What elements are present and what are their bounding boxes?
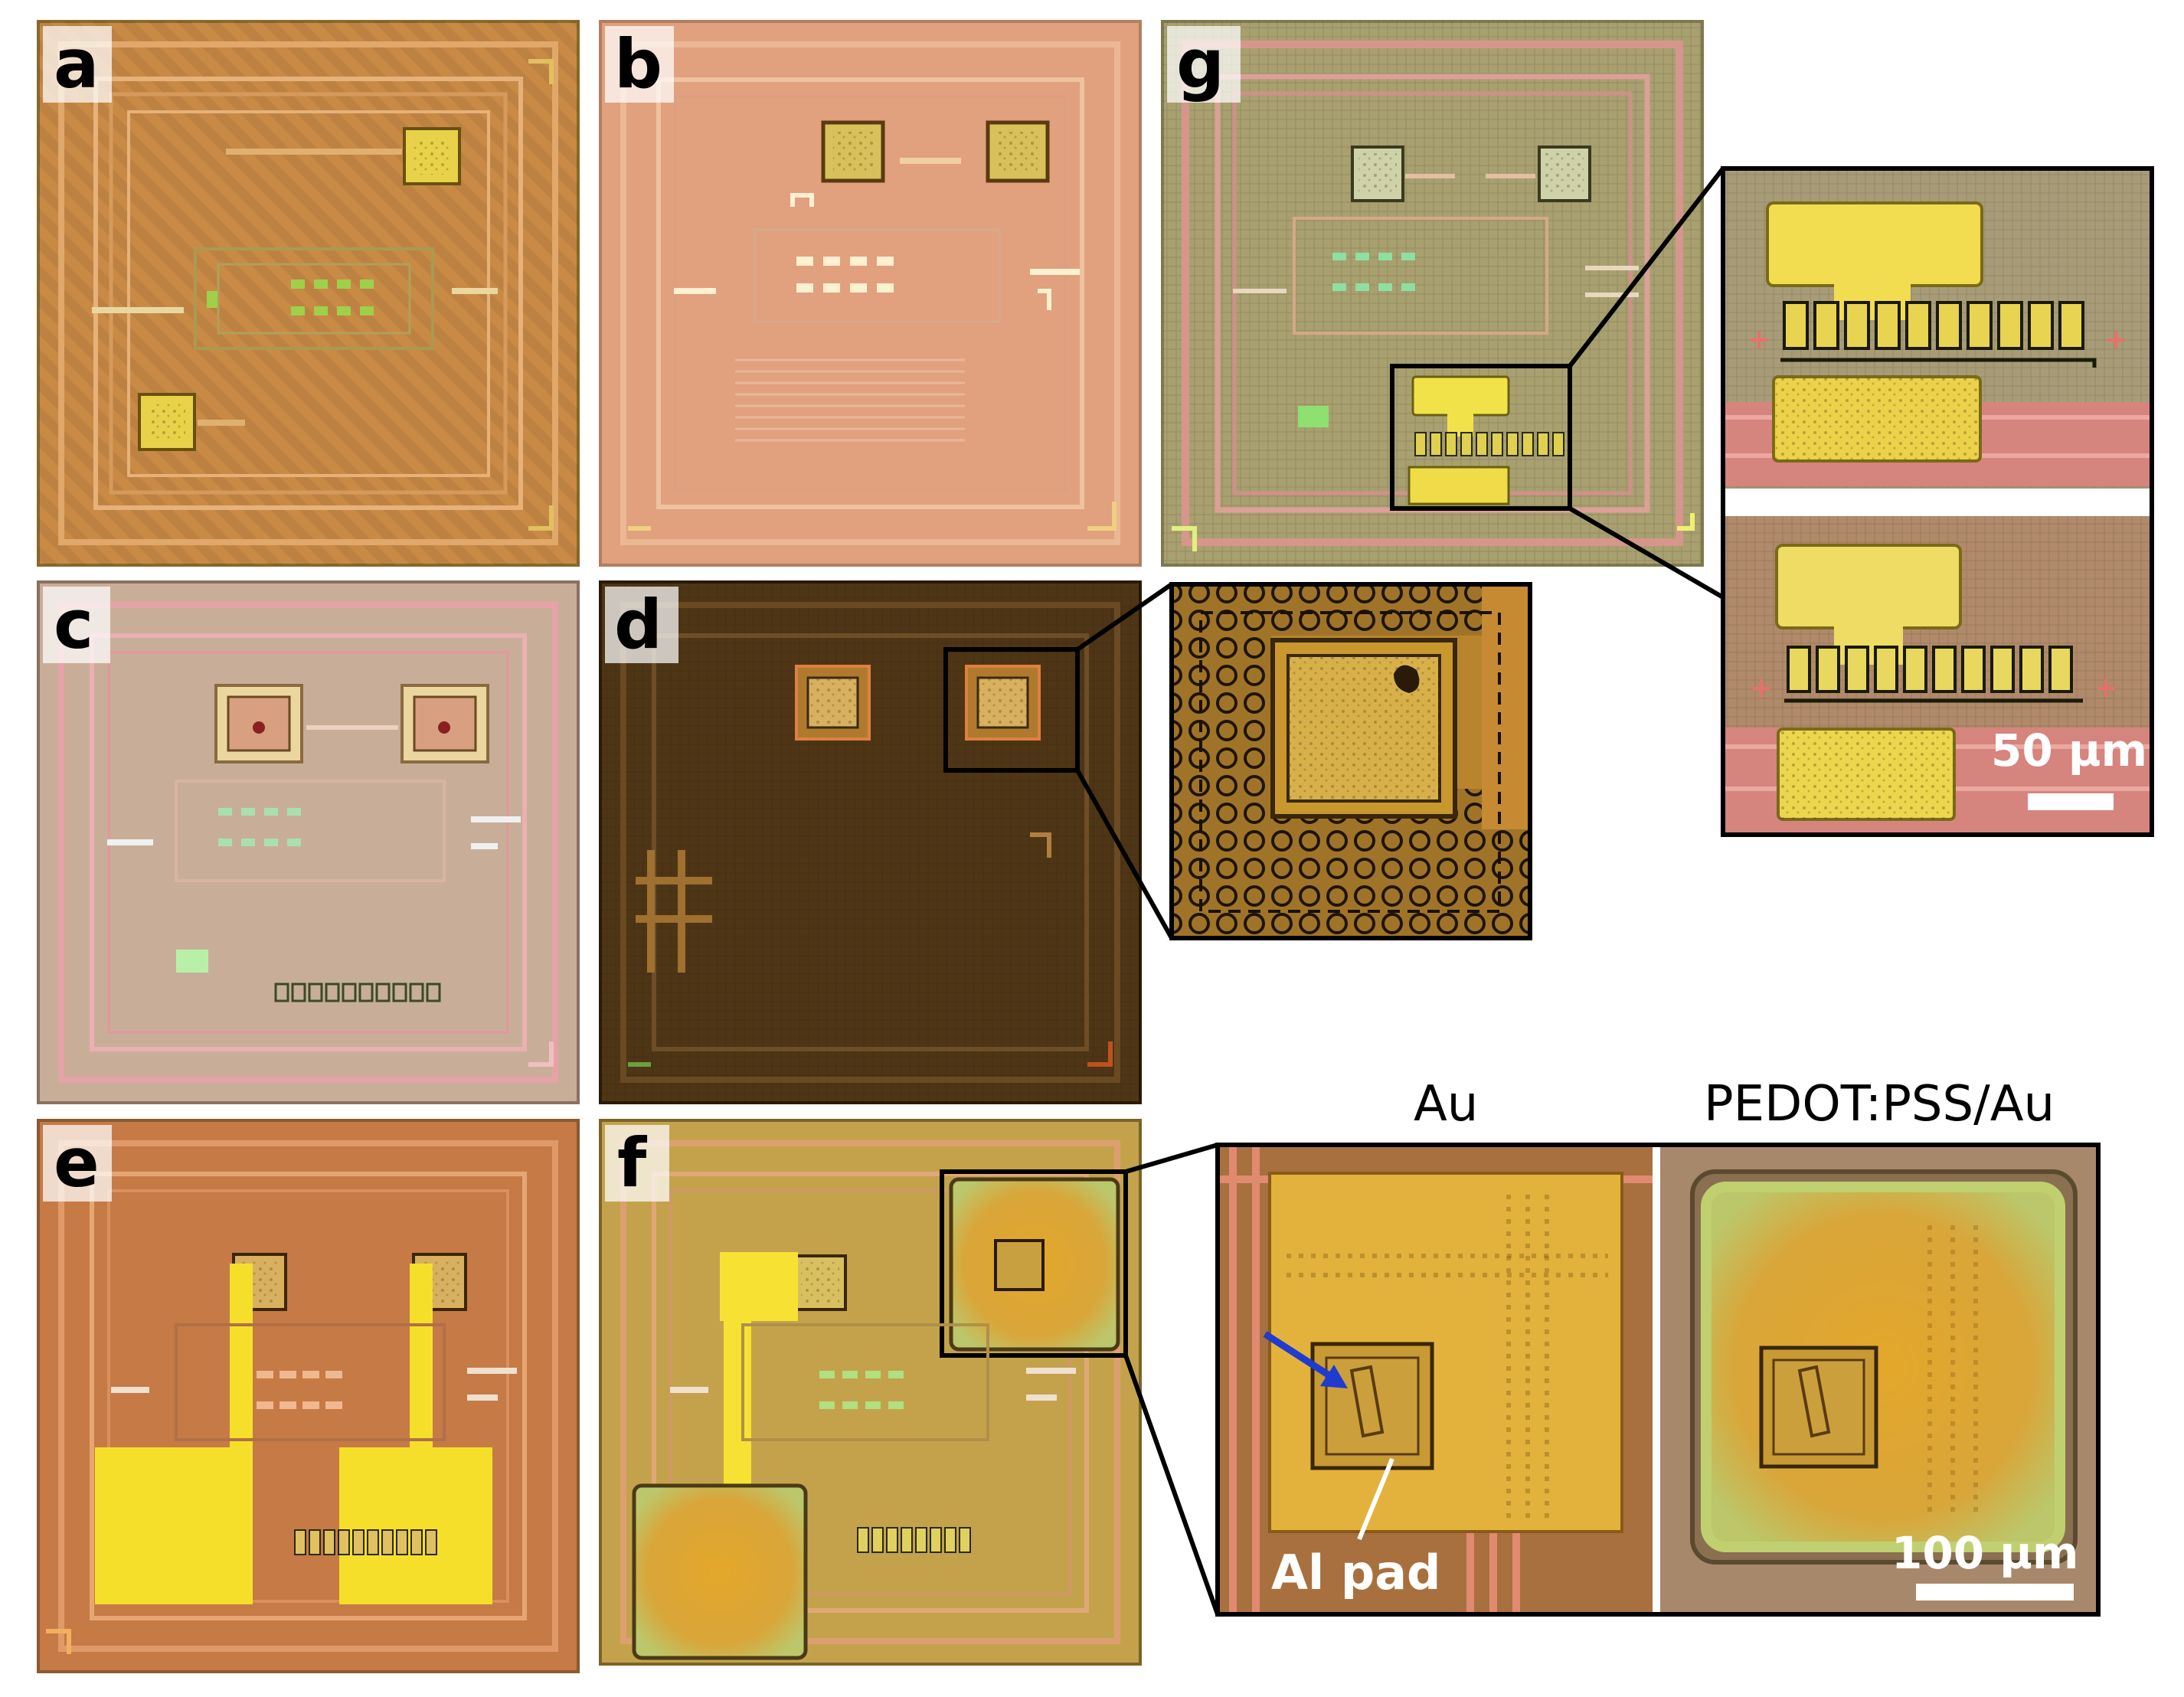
scale-bar-100-label: 100 µm — [1891, 1527, 2078, 1579]
svg-text:+: + — [1748, 324, 1770, 355]
panel-b-chip — [599, 20, 1142, 567]
panel-e-label: e — [43, 1123, 112, 1202]
arrow-head-icon — [1320, 1365, 1348, 1388]
scale-bar-50 — [2028, 793, 2114, 810]
panel-d-zoom-connector-top — [1076, 582, 1173, 652]
inset-header-pedot: PEDOT:PSS/Au — [1704, 1076, 2055, 1133]
svg-text:+: + — [2094, 672, 2117, 704]
panel-c-chip — [37, 580, 580, 1104]
panel-d-chip — [599, 580, 1142, 1104]
al-pad-label: Al pad — [1271, 1545, 1440, 1601]
panel-b-label: b — [605, 25, 674, 103]
panel-g-zoom-connector-bottom — [1568, 506, 1725, 600]
panel-g-inset: + + + + 50 µm — [1721, 166, 2154, 837]
panel-d-label: d — [605, 585, 678, 664]
panel-e-chip — [37, 1119, 580, 1673]
panel-f-inset-au: Al pad — [1218, 1145, 1653, 1614]
panel-g-chip — [1161, 20, 1704, 567]
svg-text:+: + — [1750, 672, 1773, 704]
panel-d-zoom-connector-bottom — [1075, 769, 1174, 940]
inset-divider — [1653, 1145, 1660, 1614]
scale-bar-100 — [1916, 1584, 2074, 1601]
svg-text:a: a — [54, 25, 99, 103]
panel-f-inset-frame — [1215, 1143, 2101, 1617]
scale-bar-50-label: 50 µm — [1991, 724, 2147, 777]
svg-text:+: + — [2104, 324, 2127, 355]
panel-f-chip — [599, 1119, 1142, 1666]
panel-f-zoom-connector-top — [1125, 1143, 1218, 1174]
panel-a-label: a — [43, 25, 112, 103]
svg-text:d: d — [614, 585, 662, 664]
al-pad-pointer — [1357, 1457, 1394, 1541]
svg-text:f: f — [617, 1123, 648, 1202]
panel-d-inset — [1169, 582, 1532, 940]
panel-g-label: g — [1167, 25, 1241, 103]
panel-f-label: f — [605, 1123, 669, 1202]
panel-c-label: c — [43, 585, 110, 664]
inset-header-au: Au — [1414, 1076, 1478, 1133]
panel-a-chip — [37, 20, 580, 567]
svg-text:g: g — [1176, 25, 1224, 103]
blue-arrow — [1263, 1331, 1336, 1381]
svg-text:e: e — [54, 1123, 100, 1202]
panel-g-zoom-connector-top — [1568, 167, 1725, 368]
svg-text:c: c — [54, 585, 93, 664]
svg-text:b: b — [614, 25, 662, 103]
panel-f-inset-pedot: 100 µm — [1660, 1145, 2098, 1614]
panel-f-zoom-connector-bottom — [1123, 1354, 1220, 1616]
